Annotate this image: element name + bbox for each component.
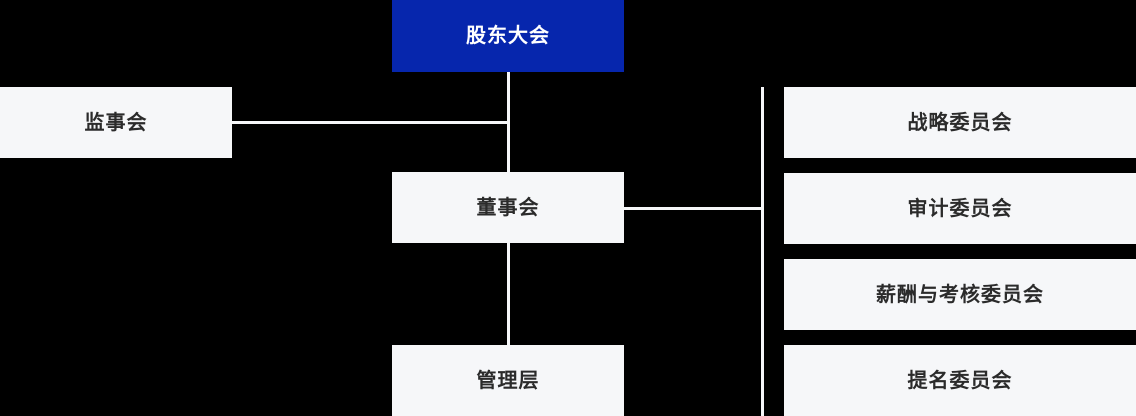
connector-shareholders-to-directors bbox=[507, 72, 510, 173]
connector-directors-to-management bbox=[507, 243, 510, 346]
node-strategy-committee[interactable]: 战略委员会 bbox=[784, 87, 1136, 158]
node-remuneration-and-appraisal-committee[interactable]: 薪酬与考核委员会 bbox=[784, 259, 1136, 330]
node-management[interactable]: 管理层 bbox=[392, 345, 624, 416]
node-nomination-committee[interactable]: 提名委员会 bbox=[784, 345, 1136, 416]
connector-directors-to-committees bbox=[624, 207, 764, 210]
node-board-of-supervisors[interactable]: 监事会 bbox=[0, 87, 232, 158]
node-shareholders-meeting[interactable]: 股东大会 bbox=[392, 0, 624, 72]
node-board-of-directors[interactable]: 董事会 bbox=[392, 172, 624, 243]
connector-supervisors-to-trunk bbox=[232, 121, 508, 124]
node-audit-committee[interactable]: 审计委员会 bbox=[784, 173, 1136, 244]
connector-committees-trunk bbox=[761, 87, 764, 416]
